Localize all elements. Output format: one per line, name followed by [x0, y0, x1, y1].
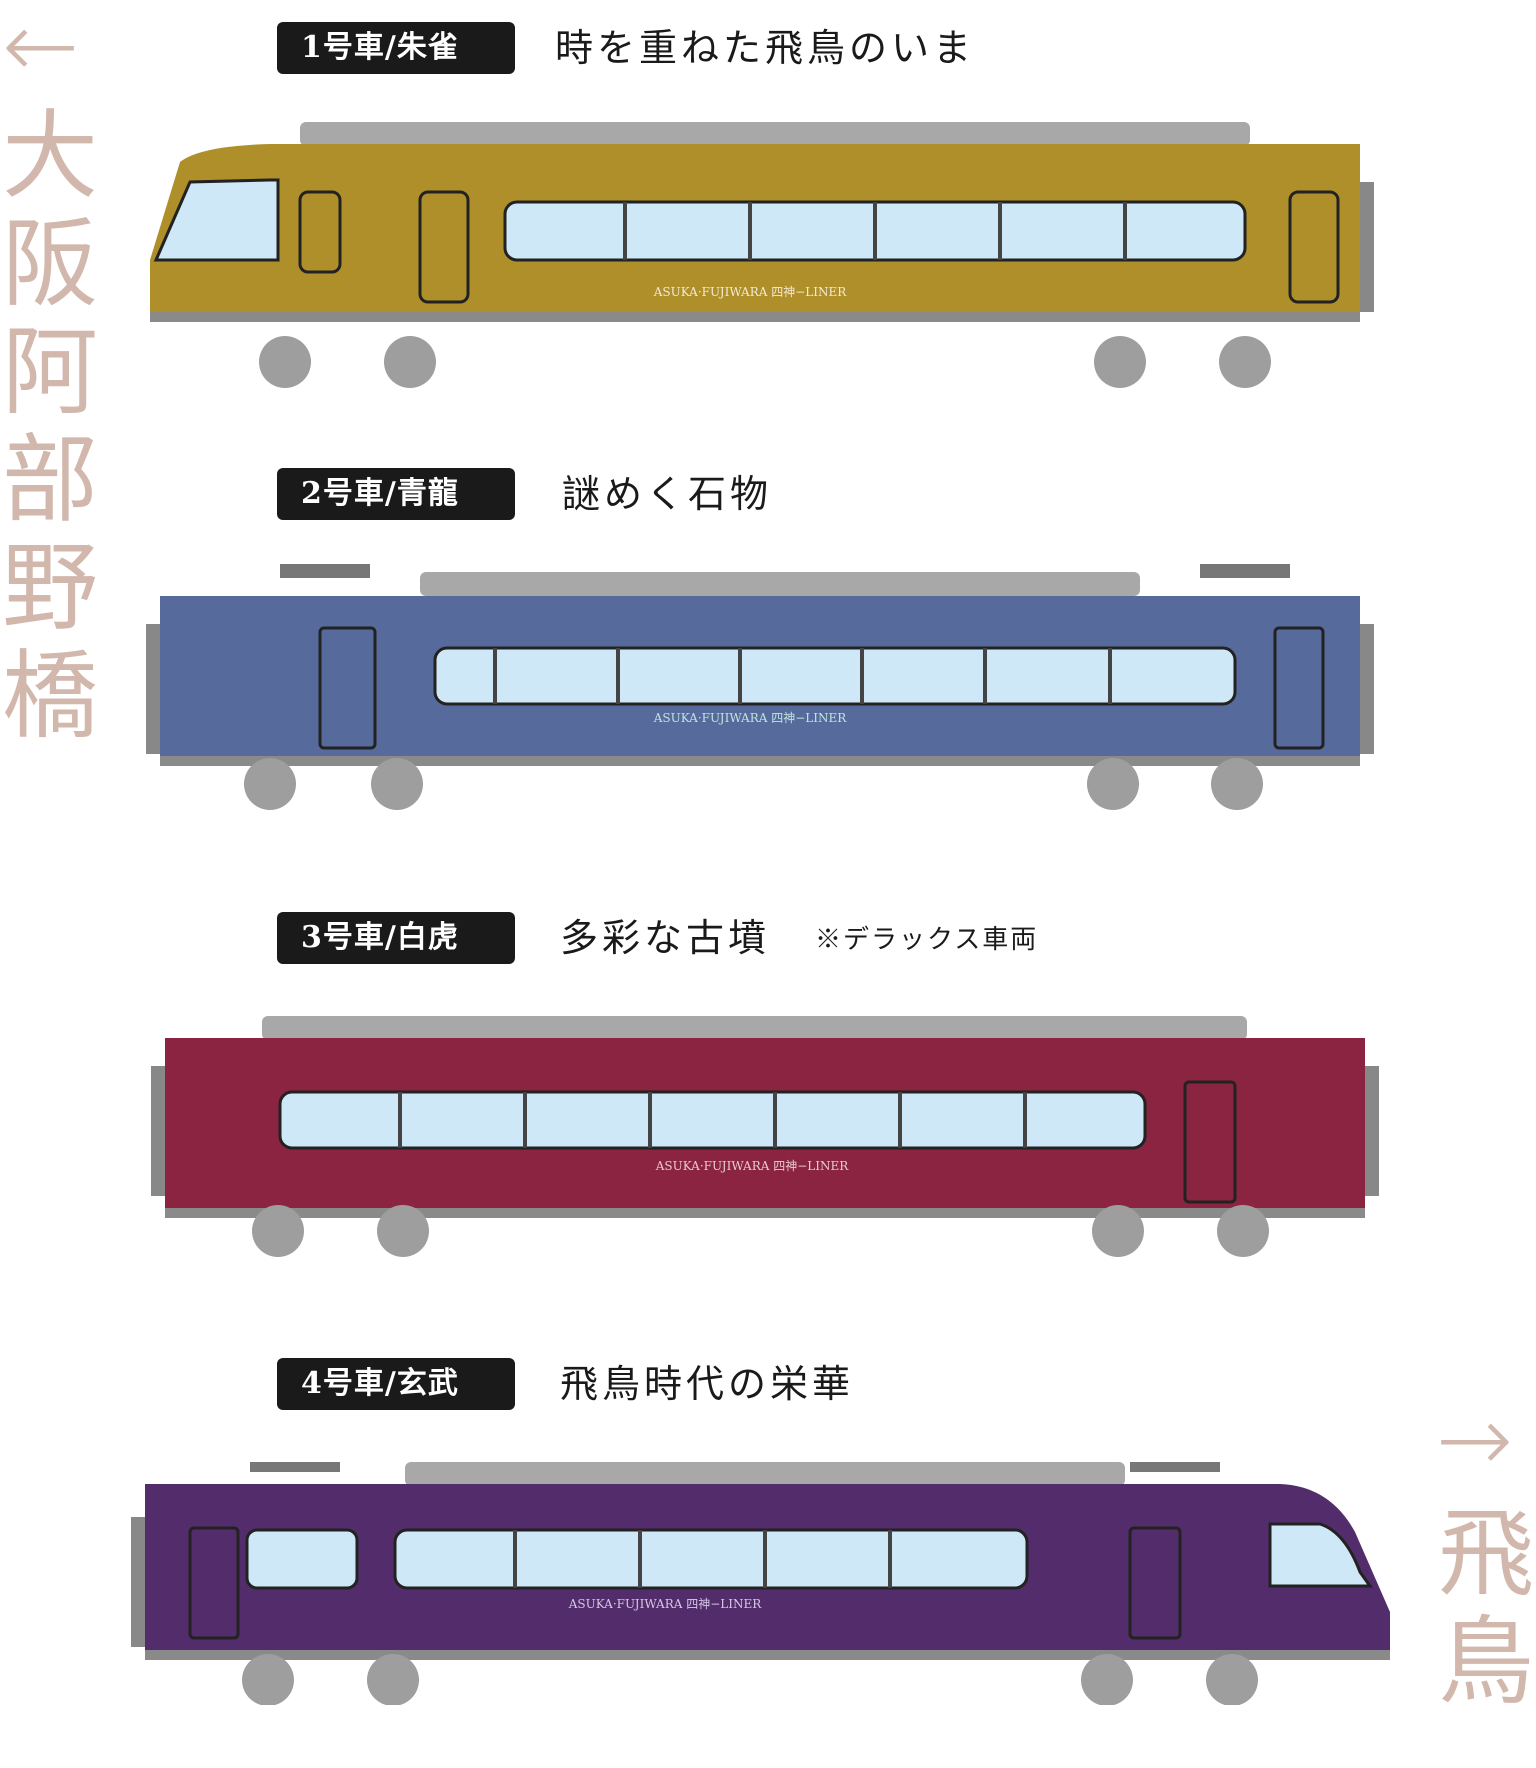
direction-left: ← 大阪阿部野橋: [0, 0, 100, 750]
car-2-section: 2号車/青龍 謎めく石物 ASUKA·FUJIWARA 四神−LINER: [0, 468, 1536, 878]
car-3-brand-text: ASUKA·FUJIWARA 四神−LINER: [655, 1159, 850, 1173]
car-4-title: 飛鳥時代の栄華: [560, 1362, 855, 1406]
car-1-brand-text: ASUKA·FUJIWARA 四神−LINER: [653, 285, 848, 299]
car-3-label: 3号車/白虎: [277, 912, 515, 964]
right-arrow-icon: →: [1436, 1386, 1514, 1493]
destination-station-name: 飛鳥: [1438, 1498, 1534, 1718]
car-4-brand-text: ASUKA·FUJIWARA 四神−LINER: [568, 1597, 763, 1611]
origin-station-name: 大阪阿部野橋: [2, 100, 98, 752]
car-2-label: 2号車/青龍: [277, 468, 515, 520]
car-4-label: 4号車/玄武: [277, 1358, 515, 1410]
car-2-train-illustration: ASUKA·FUJIWARA 四神−LINER: [146, 564, 1374, 810]
car-4-train-illustration: ASUKA·FUJIWARA 四神−LINER: [131, 1462, 1390, 1705]
car-4-section: 4号車/玄武 飛鳥時代の栄華 ASUKA·FUJIWARA 四神−LINER: [0, 1358, 1536, 1768]
car-2-title: 謎めく石物: [562, 472, 773, 516]
car-1-title: 時を重ねた飛鳥のいま: [555, 26, 976, 70]
car-1-section: 1号車/朱雀 時を重ねた飛鳥のいま ASUKA·FUJIWARA 四神−LINE…: [0, 22, 1536, 432]
car-1-label: 1号車/朱雀: [277, 22, 515, 74]
car-2-brand-text: ASUKA·FUJIWARA 四神−LINER: [653, 711, 848, 725]
car-3-train-illustration: ASUKA·FUJIWARA 四神−LINER: [151, 1016, 1379, 1257]
car-3-title: 多彩な古墳: [560, 916, 771, 960]
left-arrow-icon: ←: [2, 0, 80, 99]
direction-right: → 飛鳥: [1436, 1386, 1536, 1718]
car-1-train-illustration: ASUKA·FUJIWARA 四神−LINER: [150, 122, 1374, 388]
car-3-note: ※デラックス車両: [815, 925, 1039, 955]
car-3-section: 3号車/白虎 多彩な古墳 ※デラックス車両 ASUKA·FUJIWARA 四神−…: [0, 912, 1536, 1322]
